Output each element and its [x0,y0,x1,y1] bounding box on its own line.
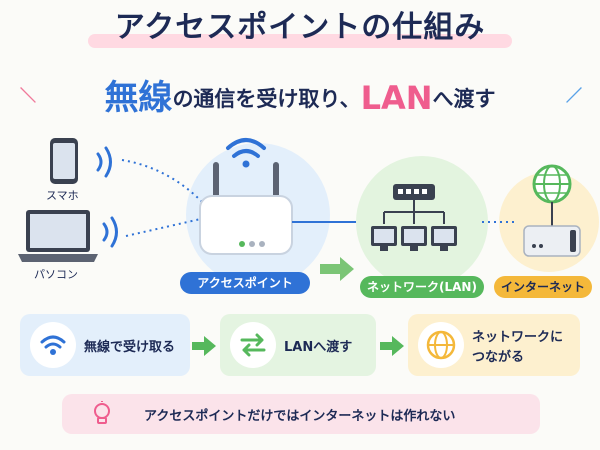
page-title: アクセスポイントの仕組み [114,10,486,45]
smartphone-label: スマホ [46,189,79,202]
step-2-icon-bg [230,322,276,368]
step-arrow-1-icon [192,336,216,356]
wifi-icon [226,138,266,158]
access-point-icon [199,162,293,255]
phone-wave-icon [96,146,112,178]
title-highlight [88,34,512,48]
swap-arrows-icon [240,333,266,357]
step-1-icon-bg [30,322,76,368]
access-point-label: アクセスポイント [180,272,310,294]
step-3-text-line2: つながる [472,350,525,365]
step-3-text-line1: ネットワークに [472,330,564,345]
wifi-dot [242,160,250,168]
pc-label: パソコン [34,268,78,281]
network-pc-icons [371,226,457,251]
pc-link [125,217,206,237]
subtitle-wireless: 無線 [104,78,173,118]
internet-label: インターネット [494,276,592,298]
network-bg [356,156,488,288]
step-2: LANへ渡す [220,314,376,376]
right-sparkle-icon: ／ [566,86,583,105]
smartphone-icon [50,138,78,184]
step-1-text: 無線で受け取る [84,340,176,355]
lightbulb-icon [94,401,110,424]
step-1: 無線で受け取る [20,314,190,376]
laptop-icon [18,210,98,262]
arrow-right-icon [320,257,354,281]
tip-text: アクセスポイントだけではインターネットは作れない [144,409,456,424]
tip-box: アクセスポイントだけではインターネットは作れない [62,394,540,434]
network-lines [383,200,445,224]
subtitle: 無線の通信を受け取り、LANへ渡す [0,70,600,119]
modem-icon [523,225,581,257]
left-sparkle-icon: ＼ [20,86,37,105]
step-arrow-2-icon [380,336,404,356]
globe-icon [532,164,572,226]
subtitle-end: へ渡す [432,87,496,111]
network-switch-icon [393,184,435,200]
pc-wave-icon [102,216,118,248]
subtitle-middle: の通信を受け取り、 [172,87,361,111]
globe-small-icon [426,330,456,360]
step-2-text: LANへ渡す [284,340,353,355]
network-label: ネットワーク(LAN) [360,276,484,298]
subtitle-lan: LAN [360,79,433,117]
step-3: ネットワークに つながる [408,314,580,376]
step-3-icon-bg [418,322,464,368]
wifi-small-icon [40,335,66,355]
